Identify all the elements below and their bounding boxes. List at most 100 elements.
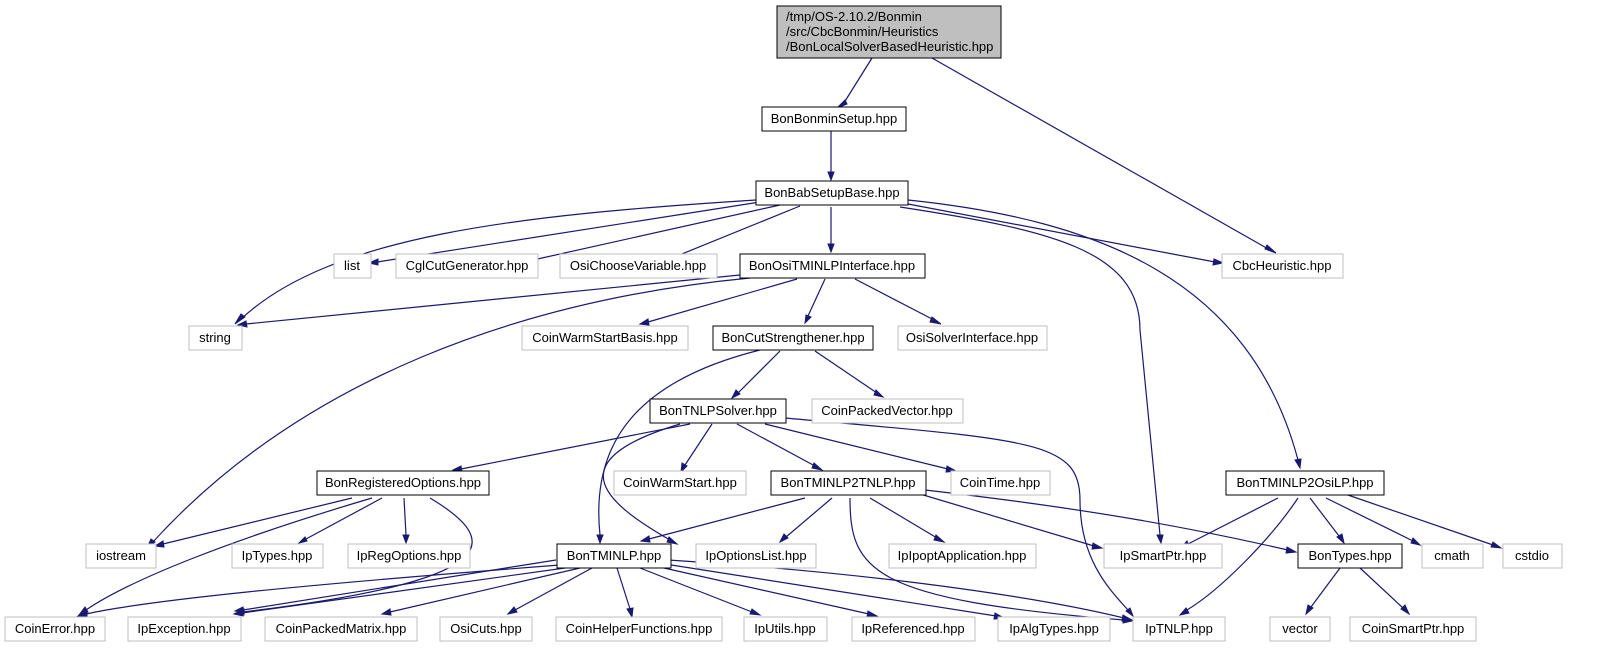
edge-tminlp2osilp-to-cmath [1325,497,1422,546]
edge-registered-options-to-iostream [153,497,353,548]
node-label: IpReferenced.hpp [861,621,964,636]
edge-osi-interface-to-cut-strengthener [804,278,826,325]
root-file-node[interactable]: /tmp/OS-2.10.2/Bonmin /src/CbcBonmin/Heu… [776,5,1002,59]
node-label: BonTMINLP2OsiLP.hpp [1236,475,1373,490]
edge-tminlp-to-coin-helper-functions [616,567,634,619]
node-label: vector [1282,621,1318,636]
node-bon-tminlp2osilp[interactable]: BonTMINLP2OsiLP.hpp [1225,470,1385,496]
edge-root-to-cbc-heuristic [931,57,1277,254]
node-osi-solver-interface[interactable]: OsiSolverInterface.hpp [897,325,1048,351]
node-list[interactable]: list [333,253,372,279]
node-label: CoinHelperFunctions.hpp [566,621,713,636]
edge-tminlp2tnlp-to-ip-ipopt-application [869,497,946,543]
dependency-nodes: /tmp/OS-2.10.2/Bonmin /src/CbcBonmin/Heu… [4,5,1563,642]
node-label: IpAlgTypes.hpp [1009,621,1099,636]
node-label: CoinError.hpp [15,621,95,636]
node-cgl-cut-generator[interactable]: CglCutGenerator.hpp [395,253,539,279]
node-label: OsiSolverInterface.hpp [906,330,1038,345]
node-coin-error[interactable]: CoinError.hpp [4,616,106,642]
node-bon-bonmin-setup[interactable]: BonBonminSetup.hpp [761,106,907,132]
node-bon-bab-setup-base[interactable]: BonBabSetupBase.hpp [755,180,909,206]
node-ip-ipopt-application[interactable]: IpIpoptApplication.hpp [888,543,1037,569]
edge-tminlp2tnlp-to-ip-options-list [778,497,833,544]
node-label: IpUtils.hpp [754,621,815,636]
edge-tnlp-solver-to-tminlp2tnlp [736,423,824,471]
edge-bab-to-string [234,199,757,325]
edge-registered-options-to-ip-types [297,497,383,544]
node-osi-cuts[interactable]: OsiCuts.hpp [439,616,533,642]
node-ip-referenced[interactable]: IpReferenced.hpp [851,616,976,642]
edge-tminlp-to-ip-tnlp [667,559,1134,622]
edge-bab-to-tminlp2osilp [907,199,1302,470]
node-label: IpIpoptApplication.hpp [898,548,1027,563]
node-ip-tnlp[interactable]: IpTNLP.hpp [1132,616,1226,642]
node-label: OsiChooseVariable.hpp [570,258,706,273]
edge-osi-interface-to-coin-warm-start-basis [638,278,798,326]
node-label: IpSmartPtr.hpp [1120,548,1207,563]
node-label: IpOptionsList.hpp [705,548,806,563]
node-ip-smart-ptr[interactable]: IpSmartPtr.hpp [1103,543,1223,569]
node-label: CoinWarmStart.hpp [623,475,737,490]
node-osi-choose-variable[interactable]: OsiChooseVariable.hpp [559,253,718,279]
node-coin-packed-matrix[interactable]: CoinPackedMatrix.hpp [264,616,418,642]
edge-tminlp-to-coin-packed-matrix [380,567,581,616]
node-vector[interactable]: vector [1269,616,1331,642]
node-label: CoinSmartPtr.hpp [1362,621,1465,636]
dependency-edges [76,57,1503,624]
node-coin-time[interactable]: CoinTime.hpp [950,470,1051,496]
edge-tminlp-to-ip-utils [639,567,762,616]
node-cbc-heuristic[interactable]: CbcHeuristic.hpp [1221,253,1344,279]
edge-osi-interface-to-osi-solver-interface [854,278,942,325]
edge-tnlp-solver-to-registered-options [451,423,691,473]
edge-tminlp2tnlp-to-tminlp [639,497,806,543]
edge-bon-types-to-vector [1305,567,1341,616]
edge-tminlp2osilp-to-ip-smart-ptr [1179,497,1279,549]
node-label: list [344,258,360,273]
node-bon-registered-options[interactable]: BonRegisteredOptions.hpp [316,470,490,496]
edge-tminlp2tnlp-to-bon-types [924,489,1298,554]
node-label: IpRegOptions.hpp [357,548,462,563]
node-string[interactable]: string [188,325,243,351]
node-ip-types[interactable]: IpTypes.hpp [231,543,324,569]
node-ip-reg-options[interactable]: IpRegOptions.hpp [347,543,471,569]
node-label: CoinTime.hpp [960,475,1040,490]
node-label: BonTNLPSolver.hpp [659,403,777,418]
node-coin-helper-functions[interactable]: CoinHelperFunctions.hpp [555,616,723,642]
node-bon-tnlp-solver[interactable]: BonTNLPSolver.hpp [649,398,787,424]
node-cmath[interactable]: cmath [1421,543,1484,569]
root-path-line-1: /tmp/OS-2.10.2/Bonmin [786,9,922,24]
edge-bab-to-osi-tminlp-interface [827,207,835,254]
node-bon-tminlp2tnlp[interactable]: BonTMINLP2TNLP.hpp [770,470,927,496]
edge-bab-to-ip-smart-ptr [899,206,1164,545]
node-coin-packed-vector[interactable]: CoinPackedVector.hpp [811,398,964,424]
edge-cut-strengthener-to-coin-packed-vector [814,350,885,398]
node-bon-tminlp[interactable]: BonTMINLP.hpp [556,543,672,569]
node-label: cstdio [1515,548,1549,563]
node-coin-warm-start[interactable]: CoinWarmStart.hpp [613,470,747,496]
node-ip-alg-types[interactable]: IpAlgTypes.hpp [997,616,1111,642]
node-cstdio[interactable]: cstdio [1502,543,1563,569]
edge-tminlp2tnlp-to-ip-smart-ptr [919,493,1104,550]
edge-tnlp-solver-to-coin-warm-start [680,423,713,474]
node-label: BonTMINLP2TNLP.hpp [781,475,916,490]
root-path-line-2: /src/CbcBonmin/Heuristics [786,24,939,39]
node-bon-types[interactable]: BonTypes.hpp [1297,543,1403,569]
edge-tminlp-to-ip-alg-types [664,563,1006,620]
node-iostream[interactable]: iostream [85,543,157,569]
node-coin-warm-start-basis[interactable]: CoinWarmStartBasis.hpp [521,325,689,351]
node-label: CbcHeuristic.hpp [1233,258,1332,273]
node-label: CoinPackedMatrix.hpp [276,621,407,636]
node-ip-utils[interactable]: IpUtils.hpp [743,616,828,642]
node-coin-smart-ptr[interactable]: CoinSmartPtr.hpp [1349,616,1477,642]
edge-tminlp2osilp-to-bon-types [1309,497,1345,545]
node-label: BonTMINLP.hpp [567,548,661,563]
node-label: BonRegisteredOptions.hpp [325,475,481,490]
node-label: CoinPackedVector.hpp [821,403,953,418]
node-ip-exception[interactable]: IpException.hpp [127,616,242,642]
node-label: BonTypes.hpp [1308,548,1391,563]
node-ip-options-list[interactable]: IpOptionsList.hpp [695,543,817,569]
node-bon-cut-strengthener[interactable]: BonCutStrengthener.hpp [712,325,874,351]
node-bon-osi-tminlp-interface[interactable]: BonOsiTMINLPInterface.hpp [739,253,926,279]
root-path-line-3: /BonLocalSolverBasedHeuristic.hpp [786,39,993,54]
